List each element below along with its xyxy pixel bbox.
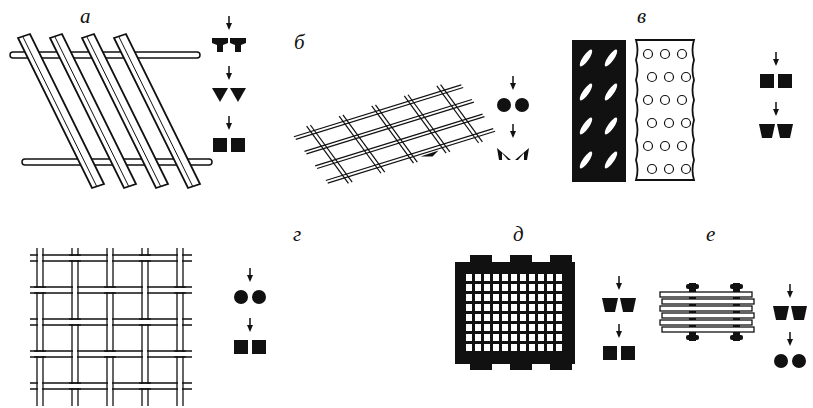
framed-grid	[455, 255, 636, 370]
punched-plates	[572, 40, 793, 182]
panel-letter: г	[293, 224, 301, 245]
bar-grate	[10, 16, 246, 188]
panel-letter: а	[80, 6, 91, 27]
panel-letter: е	[706, 224, 715, 245]
panel-letter: д	[513, 224, 524, 245]
panel-letter: в	[637, 6, 646, 27]
woven-mesh-square	[30, 248, 266, 406]
woven-mesh-skewed	[294, 76, 529, 183]
bar-stack	[660, 283, 807, 368]
panel-letter: б	[294, 32, 305, 53]
